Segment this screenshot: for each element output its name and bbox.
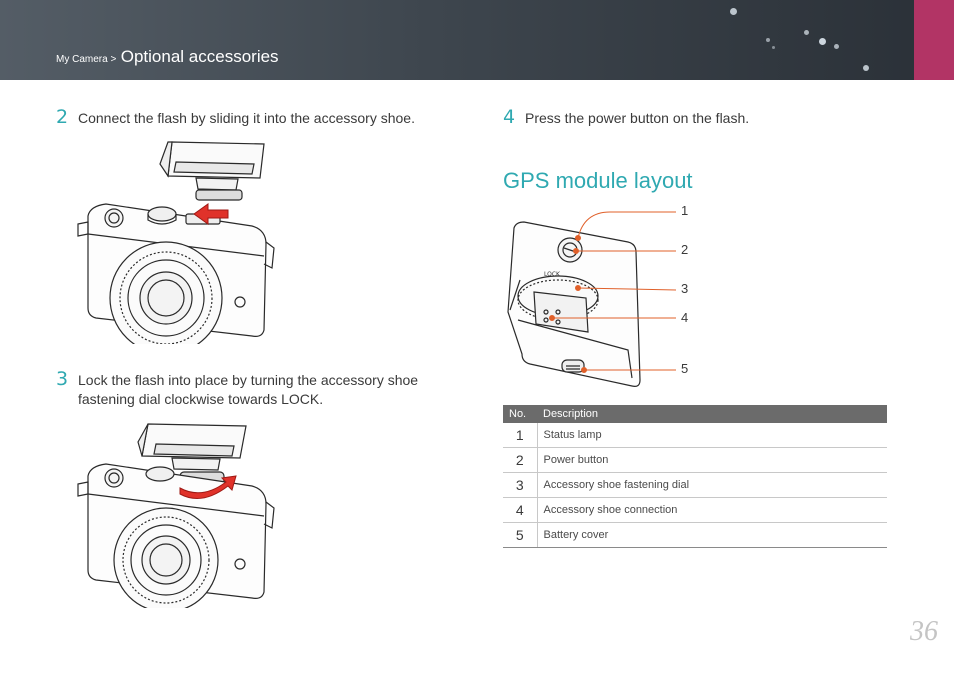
row-description: Power button — [537, 447, 887, 473]
table-row: 5 Battery cover — [503, 522, 887, 548]
table-row: 3 Accessory shoe fastening dial — [503, 472, 887, 498]
breadcrumb-parent[interactable]: My Camera > — [56, 54, 117, 65]
table-row: 1 Status lamp — [503, 423, 887, 448]
decorative-sparkle — [766, 38, 770, 42]
step-number: 2 — [56, 106, 69, 128]
table-row: 2 Power button — [503, 447, 887, 473]
decorative-sparkle — [730, 8, 737, 15]
breadcrumb: My Camera > Optional accessories — [56, 47, 279, 67]
step-text: Press the power button on the flash. — [525, 110, 750, 126]
callout-label-4: 4 — [681, 310, 689, 325]
page-number: 36 — [910, 616, 938, 647]
callout-label-2: 2 — [681, 242, 689, 257]
table-header-row: No. Description — [503, 405, 887, 423]
gps-module-illustration: LOCK — [507, 211, 677, 387]
step-2: 2 Connect the flash by sliding it into t… — [56, 106, 476, 130]
camera-flash-lock-illustration — [77, 423, 275, 608]
step-4: 4 Press the power button on the flash. — [503, 106, 883, 130]
decorative-sparkle — [819, 38, 826, 45]
row-description: Accessory shoe fastening dial — [537, 472, 887, 498]
callout-label-5: 5 — [681, 361, 689, 376]
step-text-line2: fastening dial clockwise towards LOCK. — [78, 391, 324, 407]
callout-label-1: 1 — [681, 203, 689, 218]
row-description: Status lamp — [537, 423, 887, 448]
column-header-description: Description — [537, 405, 887, 423]
step-text-line1: Lock the flash into place by turning the… — [78, 372, 419, 388]
row-number: 2 — [503, 447, 538, 473]
column-header-no: No. — [503, 405, 537, 423]
section-title: GPS module layout — [503, 168, 693, 193]
page-header: My Camera > Optional accessories — [0, 0, 954, 80]
step-number: 3 — [56, 368, 69, 390]
row-description: Accessory shoe connection — [537, 497, 887, 523]
camera-flash-slide-illustration — [77, 141, 275, 344]
row-number: 5 — [503, 522, 538, 548]
decorative-sparkle — [772, 46, 775, 49]
row-number: 3 — [503, 472, 538, 498]
row-number: 1 — [503, 423, 538, 448]
row-description: Battery cover — [537, 522, 887, 548]
decorative-sparkle — [863, 65, 869, 71]
chapter-tab[interactable] — [914, 0, 954, 80]
breadcrumb-current: Optional accessories — [120, 47, 279, 66]
step-3: 3 Lock the flash into place by turning t… — [56, 368, 476, 410]
decorative-sparkle — [834, 44, 839, 49]
step-number: 4 — [503, 106, 516, 128]
callout-label-3: 3 — [681, 281, 689, 296]
table-row: 4 Accessory shoe connection — [503, 497, 887, 523]
gps-parts-table: No. Description 1 Status lamp 2 Power bu… — [503, 405, 887, 548]
step-text: Connect the flash by sliding it into the… — [78, 110, 415, 126]
lock-label: LOCK — [544, 271, 561, 278]
row-number: 4 — [503, 497, 538, 523]
decorative-sparkle — [804, 30, 809, 35]
